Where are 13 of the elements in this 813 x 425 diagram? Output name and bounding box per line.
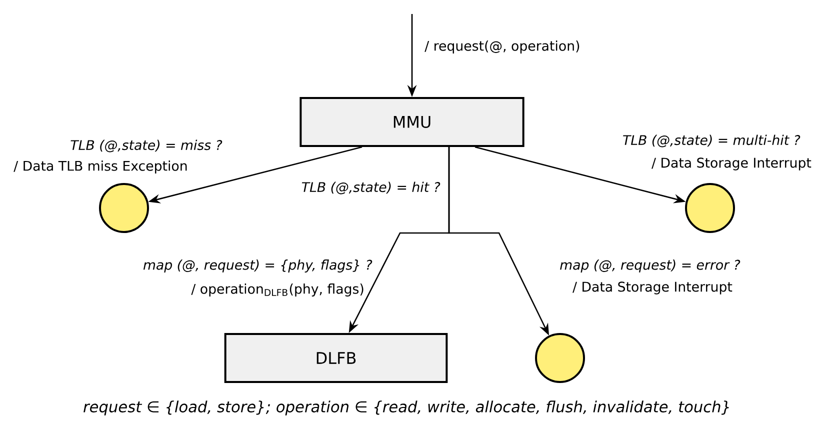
- transition-label: / Data Storage Interrupt: [572, 282, 732, 294]
- edge-label: / request(@, operation): [424, 40, 580, 54]
- edge-label: map (@, request) = error ?: [560, 260, 740, 272]
- final-state-circle: [535, 333, 585, 383]
- state-box: DLFB: [224, 333, 448, 383]
- edge-label: TLB (@,state) = multi-hit ?: [623, 134, 800, 148]
- edge-label: map (@, request) = {phy, flags} ?: [143, 260, 372, 272]
- final-state-circle: [99, 183, 149, 233]
- transition-label: / operation$_{DLFB}$(phy, flags): [191, 284, 364, 296]
- state-box: MMU: [300, 97, 524, 147]
- edge-label: TLB (@,state) = miss ?: [70, 140, 222, 152]
- final-state-circle: [685, 183, 735, 233]
- caption: request ∈ {load, store}; operation ∈ {read, write, allocate, flush, invalidate, touch}: [84, 400, 729, 416]
